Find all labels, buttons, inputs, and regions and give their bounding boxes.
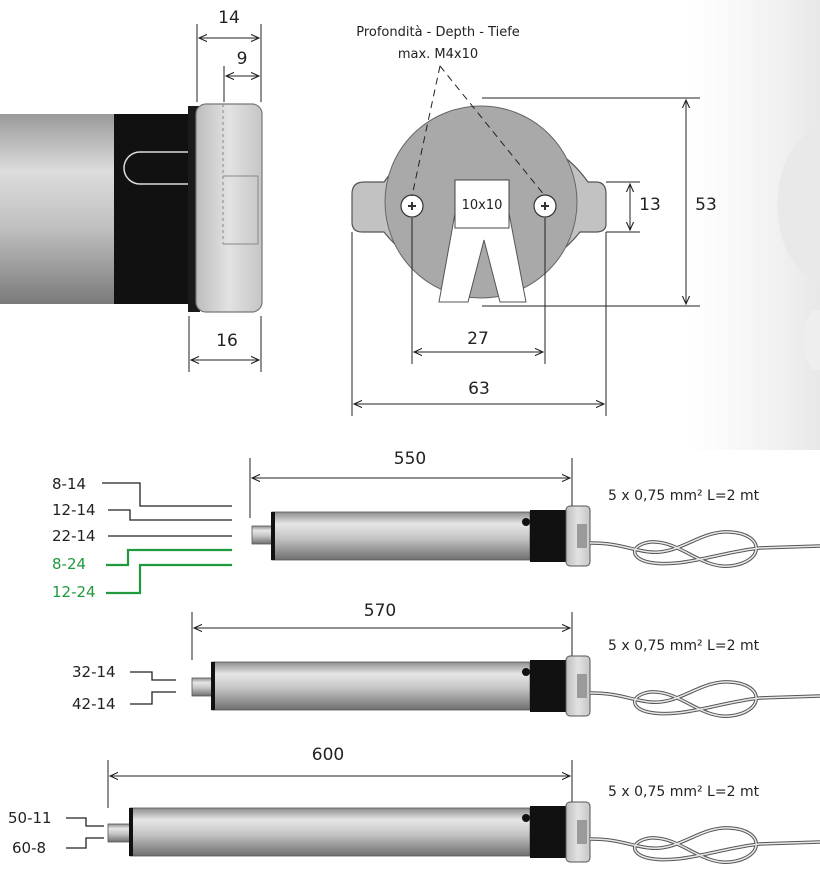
code-8-24: 8-24 [52,555,86,573]
code-42-14: 42-14 [72,695,116,713]
cable-spec-1: 5 x 0,75 mm² L=2 mt [608,488,760,504]
side-view: 14 9 16 [0,8,263,372]
motor-600: 600 50-11 60-8 5 x 0,75 mm² L=2 mt [8,745,820,864]
length-570: 570 [364,601,396,621]
motor-570: 570 32-14 42-14 5 x 0,75 mm² L=2 mt [72,601,820,718]
cable-spec-2: 5 x 0,75 mm² L=2 mt [608,638,760,654]
motor-head [114,114,194,304]
square-label: 10x10 [462,198,503,213]
length-600: 600 [312,745,344,765]
square-seat [454,179,510,229]
motor-tube [271,511,531,561]
code-12-24: 12-24 [52,583,96,601]
cable-spec-3: 5 x 0,75 mm² L=2 mt [608,784,760,800]
tube-body [0,114,118,304]
dim-14: 14 [218,8,240,28]
code-8-14: 8-14 [52,475,86,493]
length-550: 550 [394,449,426,469]
dim-16: 16 [216,331,238,351]
code-22-14: 22-14 [52,527,96,545]
dim-13: 13 [639,195,661,215]
motor-550: 550 8-14 12-14 22-14 8-24 12-24 5 x 0,75… [52,449,820,601]
code-12-14: 12-14 [52,501,96,519]
slot-outline [123,151,190,185]
dim-63: 63 [468,379,490,399]
background-photo [690,0,820,450]
front-view: 10x10 Profondità - Depth - Tiefe max. M4… [351,25,717,416]
dim-27: 27 [467,329,489,349]
depth-note-size: max. M4x10 [398,47,478,62]
end-cap [195,103,263,313]
dim-53: 53 [695,195,717,215]
dim-9: 9 [237,49,248,69]
code-60-8: 60-8 [12,839,46,857]
depth-note: Profondità - Depth - Tiefe [356,25,520,40]
code-32-14: 32-14 [72,663,116,681]
code-50-11: 50-11 [8,809,52,827]
